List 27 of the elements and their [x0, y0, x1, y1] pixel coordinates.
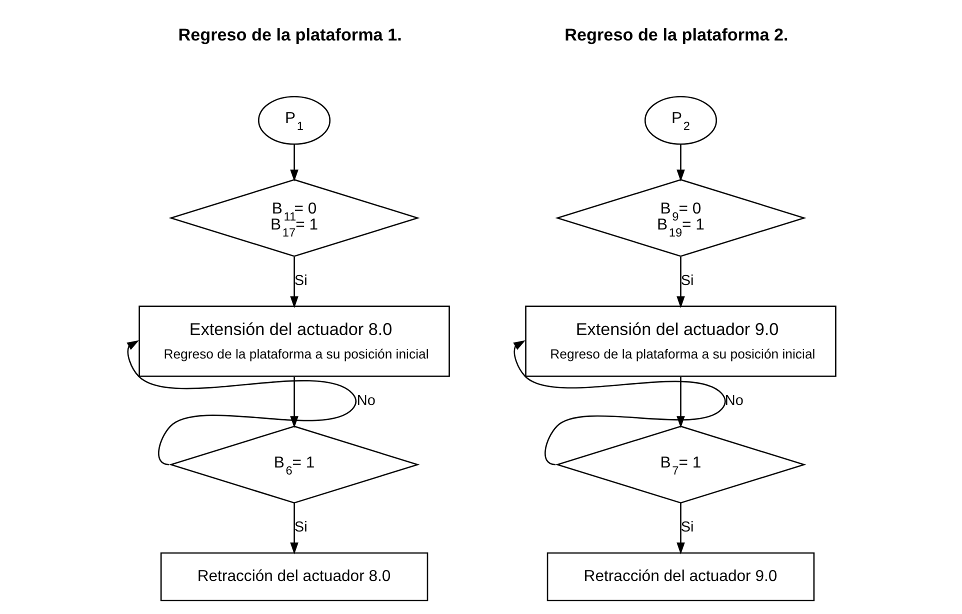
edge-label: No — [356, 393, 375, 409]
node-diamond: B$_{11}$= 0 B$_{17}$= 1 — [168, 179, 420, 257]
node-box: Extensión del actuador 8.0 Regreso de la plataforma a su posición inicial — [138, 306, 450, 377]
edge-label: Si — [680, 272, 694, 289]
node-box: Retracción del actuador 8.0 — [160, 552, 428, 602]
edge-label: Si — [294, 272, 307, 289]
node-box: Extensión del actuador 9.0 Regreso de la plataforma a su posición inicial — [524, 306, 836, 377]
edge-label: Si — [680, 520, 694, 536]
arrow — [290, 503, 298, 554]
arrow — [290, 376, 298, 428]
arrow — [126, 340, 356, 466]
node-diamond: B$_{9}$= 0 B$_{19}$= 1 — [554, 179, 806, 257]
edge-label: No — [724, 393, 743, 409]
node-diamond: B$_{7}$= 1 — [554, 426, 806, 504]
label: Regreso de la plataforma 2. — [564, 24, 788, 44]
label: Regreso de la plataforma 1. — [178, 24, 402, 44]
edge-label: Si — [294, 520, 307, 536]
arrow — [290, 256, 298, 308]
node-box: Retracción del actuador 9.0 — [546, 552, 814, 602]
arrow — [512, 340, 726, 466]
arrow — [290, 144, 298, 182]
node-ellipse: P$_{2}$ — [644, 96, 717, 145]
node-ellipse: P$_{1}$ — [258, 96, 330, 145]
arrow — [676, 503, 684, 554]
node-diamond: B$_{6}$= 1 — [168, 426, 420, 504]
arrow — [676, 256, 684, 308]
arrow — [676, 144, 684, 182]
